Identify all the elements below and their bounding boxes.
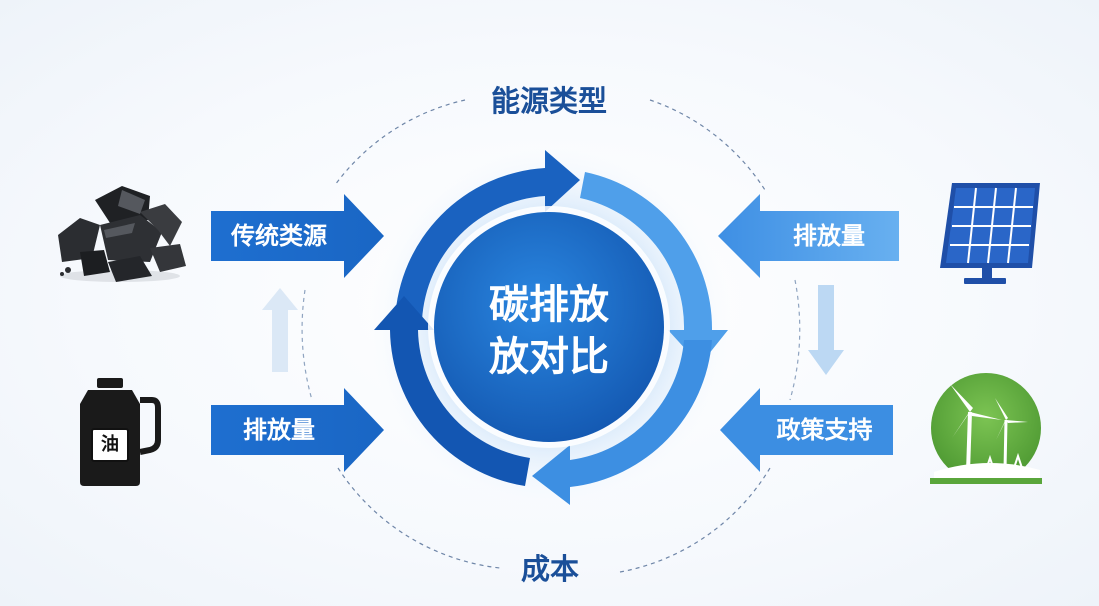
arrow-right-top [718, 194, 899, 278]
arrow-right-bottom [720, 388, 893, 472]
arrow-left-top [211, 194, 384, 278]
ring-segment-top-left [395, 150, 580, 320]
wind-turbine-icon [930, 373, 1042, 484]
center-title-line2: 放对比 [489, 334, 609, 380]
oil-label: 油 [91, 428, 129, 462]
arrow-label-emission-left: 排放量 [243, 416, 315, 444]
arrow-left-bottom [211, 388, 384, 472]
ring-segment-top-right [580, 172, 728, 365]
ring-segment-bottom-left [374, 296, 530, 486]
arrow-label-policy-support: 政策支持 [776, 416, 873, 444]
center-title-line1: 碳排放 [489, 282, 609, 328]
outer-dashed-orbit [301, 99, 801, 573]
up-arrow-left [262, 288, 298, 372]
down-arrow-right [808, 285, 844, 375]
coal-icon [58, 186, 186, 282]
cycle-ring [374, 150, 728, 505]
solar-panel-icon [940, 183, 1040, 284]
energy-type-label: 能源类型 [490, 84, 607, 118]
cost-label: 成本 [520, 552, 579, 586]
center-circle [434, 212, 664, 442]
arrow-label-traditional-source: 传统类源 [231, 222, 327, 250]
ring-segment-bottom-right [532, 340, 712, 505]
center-title: 碳排放 放对比 [431, 279, 667, 383]
arrow-label-emission-right: 排放量 [793, 222, 865, 250]
